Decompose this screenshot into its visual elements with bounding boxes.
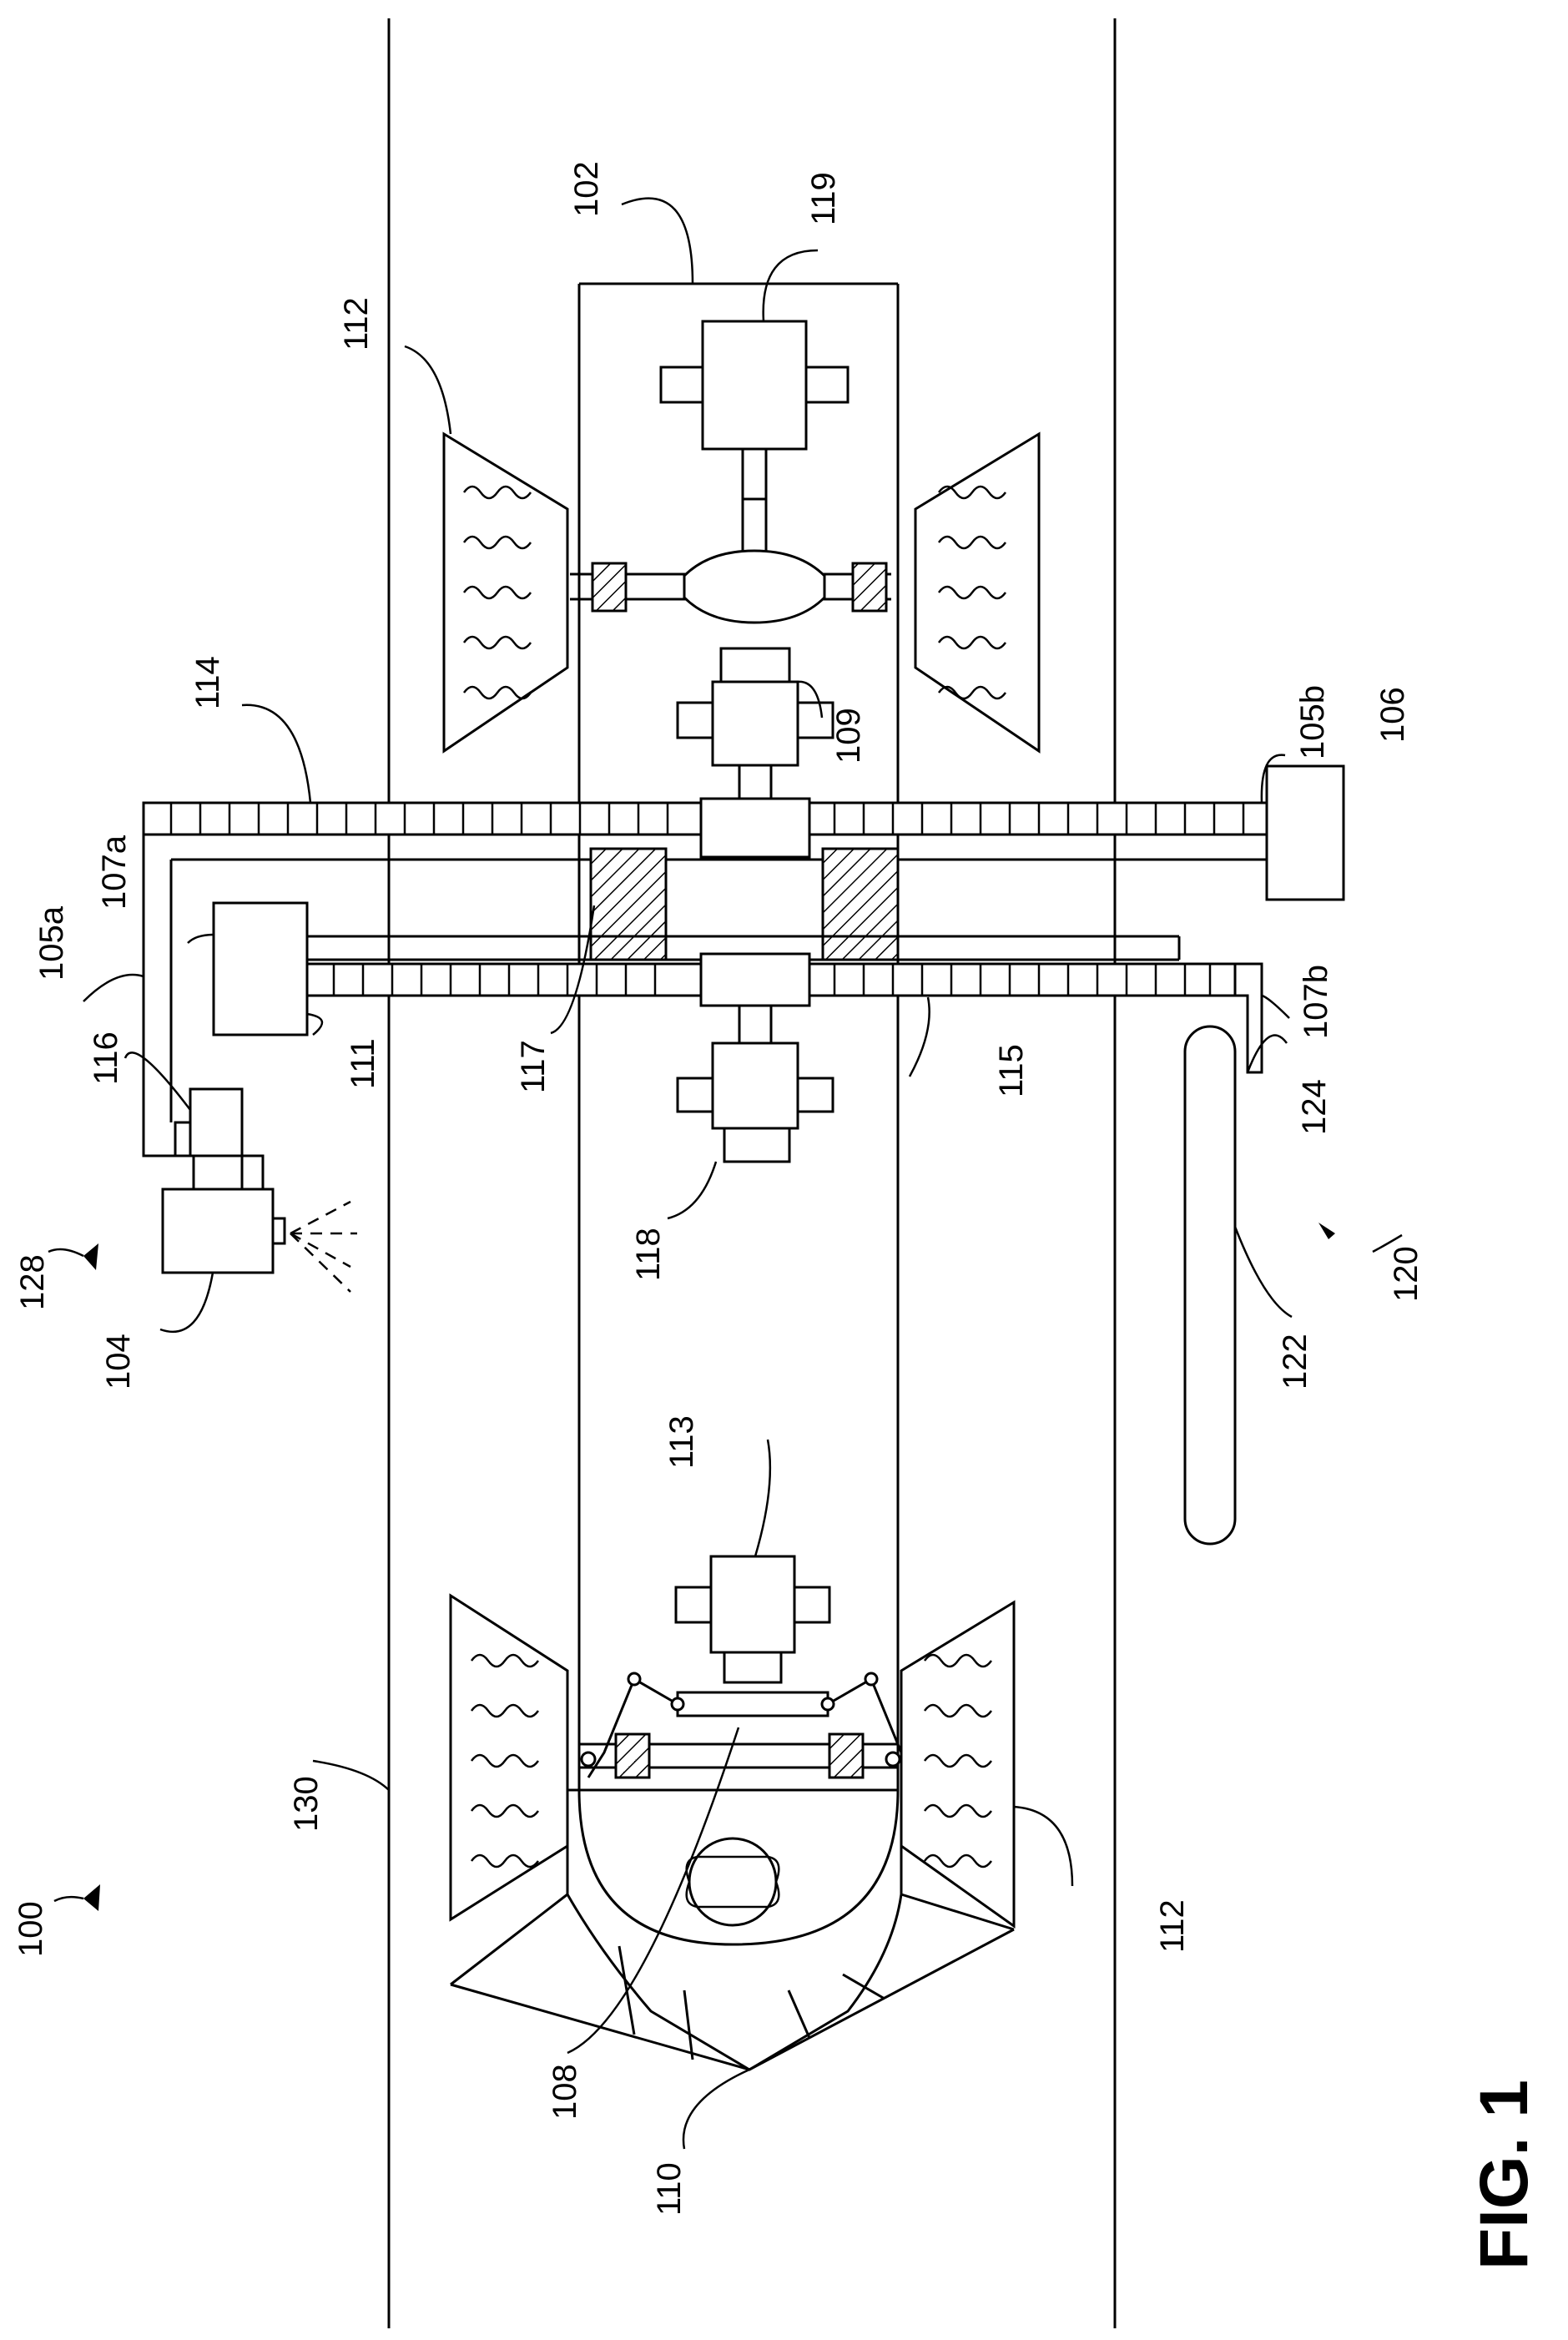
label-109: 109 — [830, 708, 867, 764]
label-106: 106 — [1374, 687, 1411, 743]
label-105a: 105a — [33, 905, 70, 981]
rear-wheel-right — [915, 434, 1039, 751]
rear-wheel-left — [444, 434, 567, 751]
label-122: 122 — [1277, 1334, 1313, 1389]
controller-107a — [214, 903, 307, 1035]
label-110: 110 — [651, 2162, 688, 2216]
label-116: 116 — [88, 1031, 124, 1085]
label-112-top: 112 — [338, 297, 375, 350]
element-122 — [1185, 1026, 1235, 1544]
label-102: 102 — [568, 161, 605, 217]
label-107a: 107a — [96, 835, 133, 910]
rack-114 — [144, 799, 1270, 860]
label-107b: 107b — [1298, 965, 1334, 1039]
arrow-128 — [83, 1243, 98, 1270]
rack-115 — [307, 954, 1235, 1006]
label-128: 128 — [14, 1254, 51, 1310]
label-118: 118 — [630, 1228, 667, 1281]
label-117: 117 — [515, 1040, 552, 1093]
block-117-left — [591, 849, 666, 960]
motor-109 — [678, 648, 833, 799]
bracket-107b — [1235, 964, 1262, 996]
label-130: 130 — [288, 1776, 325, 1832]
label-100: 100 — [13, 1901, 49, 1957]
steering-linkage — [579, 1673, 916, 1778]
label-104: 104 — [100, 1334, 137, 1389]
rear-motor — [661, 321, 848, 499]
motor-113 — [676, 1556, 829, 1682]
label-120: 120 — [1388, 1246, 1424, 1302]
module-106 — [1267, 766, 1344, 900]
label-105b: 105b — [1294, 685, 1331, 759]
block-117-right — [823, 849, 898, 960]
label-124: 124 — [1296, 1079, 1333, 1135]
sensor-assembly — [163, 1089, 357, 1292]
label-112-bottom: 112 — [1154, 1899, 1191, 1953]
figure-caption: FIG. 1 — [1466, 2080, 1542, 2270]
arrow-120 — [1318, 1223, 1335, 1239]
label-114: 114 — [189, 656, 226, 709]
motor-118 — [678, 1006, 833, 1162]
label-113: 113 — [663, 1415, 700, 1469]
label-115: 115 — [993, 1044, 1030, 1097]
front-wheel-left — [451, 1596, 567, 1919]
front-wheel-right — [901, 1602, 1014, 1926]
rear-axle — [570, 499, 891, 623]
label-111: 111 — [345, 1038, 381, 1089]
label-108: 108 — [547, 2064, 583, 2120]
arrow-100 — [83, 1884, 100, 1911]
label-119: 119 — [805, 172, 842, 225]
